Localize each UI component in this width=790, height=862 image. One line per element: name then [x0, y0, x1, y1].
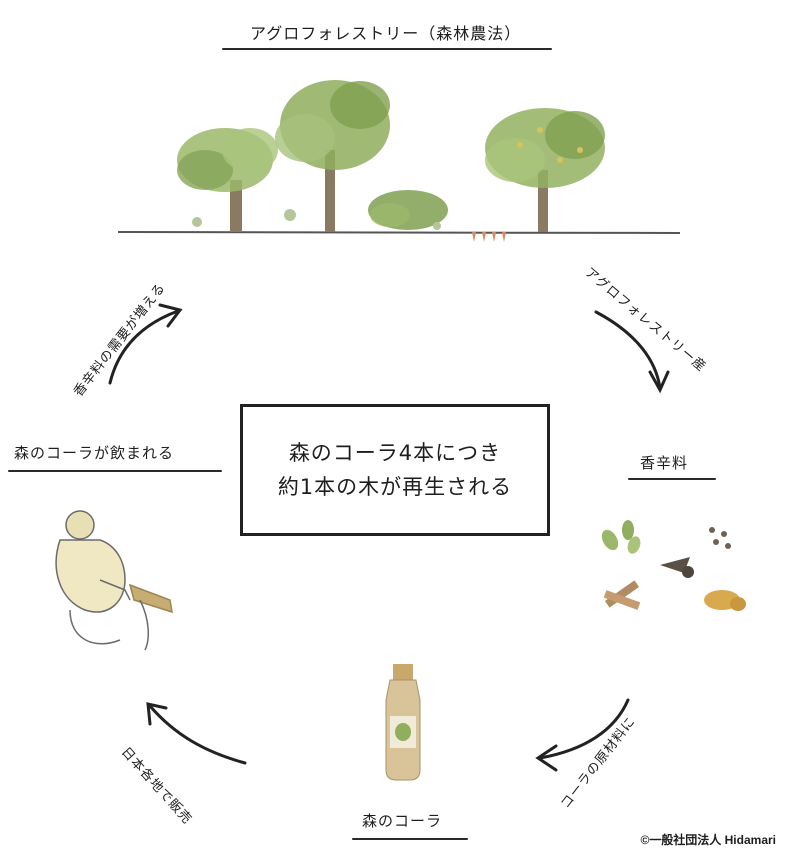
center-message-box: 森のコーラ4本につき 約1本の木が再生される [240, 404, 550, 536]
step-spices: 香辛料 [640, 454, 689, 472]
tree-center-icon [275, 80, 390, 232]
ground-line [117, 231, 681, 234]
arrow-bottom-left [146, 702, 247, 765]
arrow-top-left [108, 303, 183, 385]
title-underline [222, 48, 552, 50]
arrow-bottom-right [535, 698, 630, 772]
woman-drinking-icon [55, 510, 173, 651]
cola-underline [352, 838, 468, 840]
carrots-icon [472, 232, 506, 242]
step-cola: 森のコーラ [362, 812, 443, 830]
spices-icon [601, 520, 746, 611]
arrow-top-right [594, 310, 670, 394]
center-message-line2: 約1本の木が再生される [277, 475, 513, 499]
cola-bottle-icon [385, 664, 421, 781]
bush-icon [368, 190, 448, 230]
step-drunk: 森のコーラが飲まれる [14, 444, 175, 462]
sprouts-icon [192, 209, 441, 230]
spices-underline [628, 478, 716, 480]
page-title: アグロフォレストリー（森林農法） [250, 24, 522, 43]
tree-right-icon [485, 108, 605, 232]
center-message-line1: 森のコーラ4本につき [288, 441, 502, 465]
copyright-text: ©一般社団法人 Hidamari [640, 833, 776, 847]
tree-left-icon [177, 128, 278, 232]
drunk-underline [8, 470, 222, 472]
